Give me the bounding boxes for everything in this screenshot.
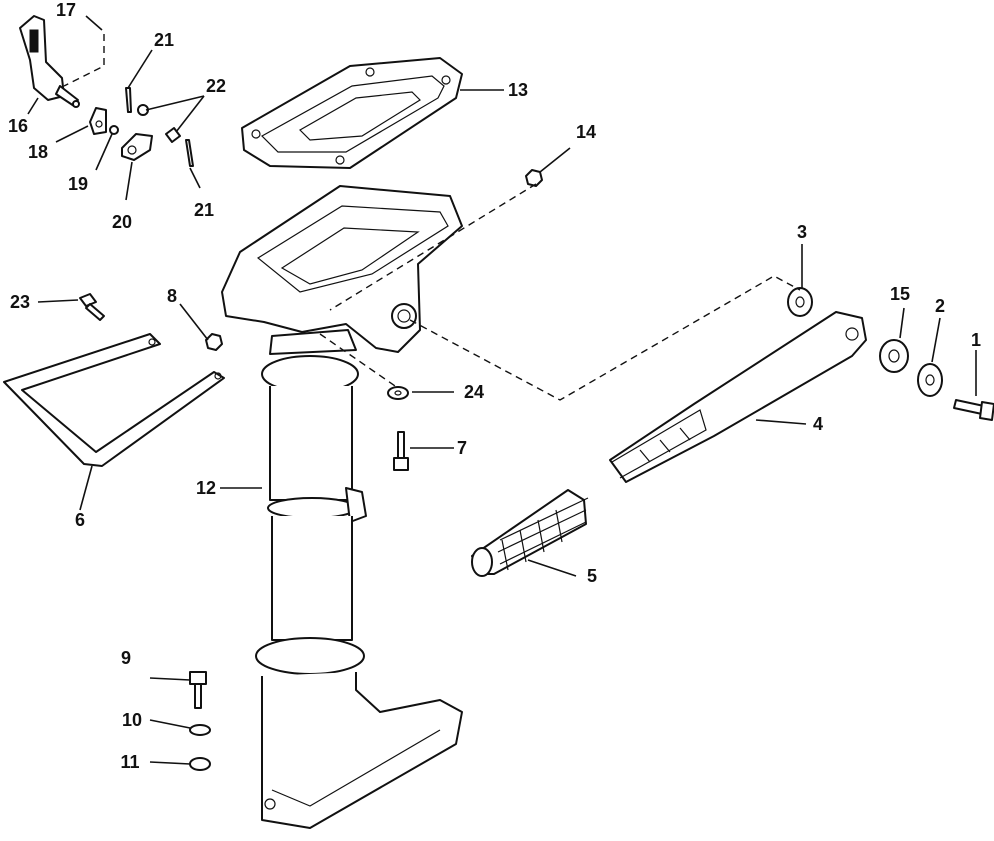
leader-lines <box>27 15 977 765</box>
part-23-bolt <box>79 293 105 321</box>
part-6-handle-bracket <box>3 333 225 467</box>
callout-4: 4 <box>813 414 823 434</box>
callout-15: 15 <box>890 284 910 304</box>
callout-17: 17 <box>56 0 76 20</box>
callout-20: 20 <box>112 212 132 232</box>
callout-16: 16 <box>8 116 28 136</box>
part-18-plate <box>89 107 107 135</box>
part-2-washer <box>917 363 943 397</box>
callout-21-lower: 21 <box>194 200 214 220</box>
part-10-washer <box>189 724 211 736</box>
callout-10: 10 <box>122 710 142 730</box>
callout-7: 7 <box>457 438 467 458</box>
part-4-tiller-arm <box>609 311 867 483</box>
part-24-washer <box>387 386 409 400</box>
part-5-handle-grip <box>471 489 589 577</box>
callout-8: 8 <box>167 286 177 306</box>
part-9-bolt <box>189 671 207 709</box>
callout-11: 11 <box>120 752 139 772</box>
part-8-nut <box>205 333 223 351</box>
part-14-nut <box>525 169 543 187</box>
callout-12: 12 <box>196 478 216 498</box>
callout-5: 5 <box>587 566 597 586</box>
part-21-pin-upper <box>125 87 132 113</box>
callout-23: 23 <box>10 292 30 312</box>
part-13-gasket <box>241 57 463 169</box>
part-19-washer <box>109 125 119 135</box>
callout-3: 3 <box>797 222 807 242</box>
part-21-pin-lower <box>185 139 194 167</box>
part-3-washer <box>787 287 813 317</box>
callout-6: 6 <box>75 510 85 530</box>
part-7-screw <box>393 431 409 471</box>
callout-19: 19 <box>68 174 88 194</box>
callout-14: 14 <box>576 122 596 142</box>
part-11-nut <box>189 757 211 771</box>
callout-1: 1 <box>971 330 981 350</box>
assembly-guide-line <box>409 275 801 401</box>
part-12-driveshaft-housing <box>221 185 463 829</box>
callout-21-upper: 21 <box>154 30 174 50</box>
part-1-bolt <box>953 399 994 421</box>
callout-24: 24 <box>464 382 484 402</box>
part-15-bushing <box>879 339 909 373</box>
assembly-guide-line-24 <box>319 333 399 389</box>
callout-18: 18 <box>28 142 48 162</box>
part-16-throttle-lever <box>19 15 80 108</box>
callout-2: 2 <box>935 296 945 316</box>
callout-13: 13 <box>508 80 528 100</box>
callout-22: 22 <box>206 76 226 96</box>
assembly-guide-line-14 <box>329 183 537 311</box>
part-20-linkage-block <box>121 133 153 161</box>
guide-17 <box>63 34 105 87</box>
callout-9: 9 <box>121 648 131 668</box>
